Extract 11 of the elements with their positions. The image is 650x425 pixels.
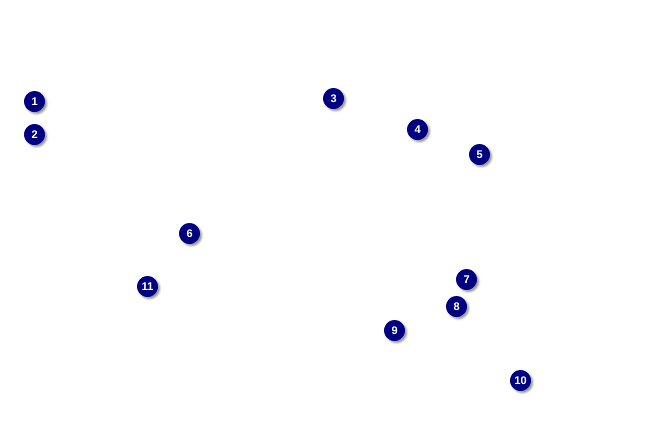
callout-number: 8 <box>446 296 467 317</box>
callout-number: 6 <box>179 223 200 244</box>
callout-number: 7 <box>456 269 477 290</box>
callout-number: 4 <box>407 119 428 140</box>
callout-number: 10 <box>510 370 531 391</box>
callout-number: 11 <box>137 276 158 297</box>
callout-number: 3 <box>323 88 344 109</box>
callout-number: 5 <box>469 144 490 165</box>
callout-number: 1 <box>24 91 45 112</box>
callout-number: 9 <box>384 320 405 341</box>
callout-number: 2 <box>24 124 45 145</box>
